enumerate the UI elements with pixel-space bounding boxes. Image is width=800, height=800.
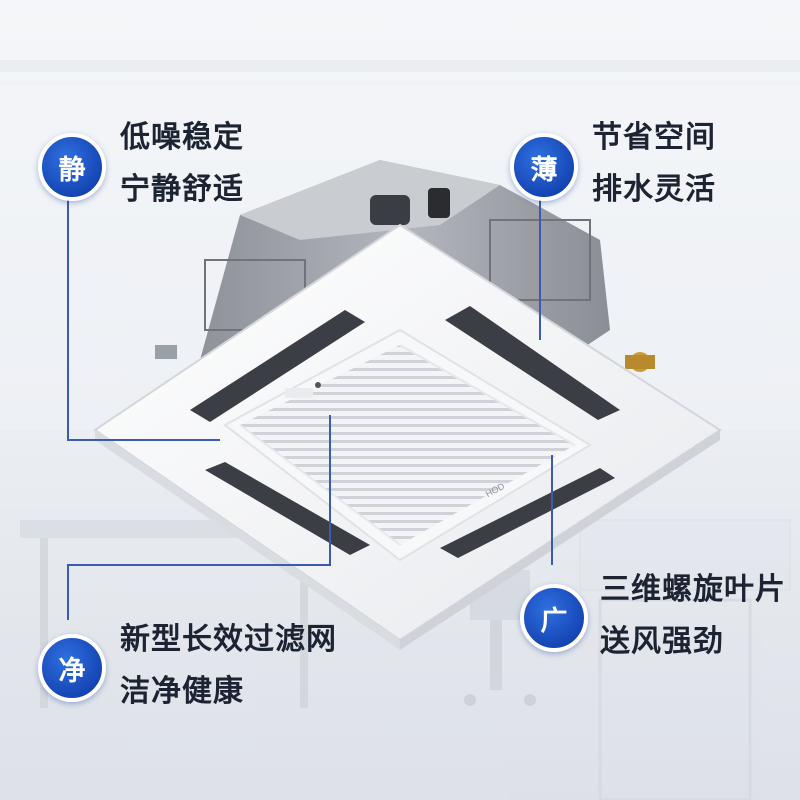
feature-line: 排水灵活 [592,172,716,207]
feature-thin: 薄 节省空间 排水灵活 [510,118,716,216]
feature-line: 低噪稳定 [120,120,244,155]
feature-wide: 广 三维螺旋叶片 送风强劲 [520,568,786,668]
feature-line: 三维螺旋叶片 [600,572,786,607]
feature-badge: 广 [520,584,588,652]
feature-text: 节省空间 排水灵活 [592,112,716,216]
feature-badge: 静 [38,133,106,201]
feature-line: 送风强劲 [600,624,724,659]
feature-text: 低噪稳定 宁静舒适 [120,112,244,216]
feature-badge: 净 [38,634,106,702]
ac-cassette-unit [93,160,722,650]
feature-clean: 净 新型长效过滤网 洁净健康 [38,618,337,718]
connector-jing2 [67,415,331,620]
feature-line: 节省空间 [592,120,716,155]
feature-line: 宁静舒适 [120,172,244,207]
connector-jing [67,180,220,441]
feature-quiet: 静 低噪稳定 宁静舒适 [38,118,244,216]
feature-line: 新型长效过滤网 [120,622,337,657]
connector-lines [67,180,553,620]
feature-line: 洁净健康 [120,674,244,709]
feature-text: 三维螺旋叶片 送风强劲 [600,564,786,668]
feature-text: 新型长效过滤网 洁净健康 [120,614,337,718]
feature-badge: 薄 [510,133,578,201]
